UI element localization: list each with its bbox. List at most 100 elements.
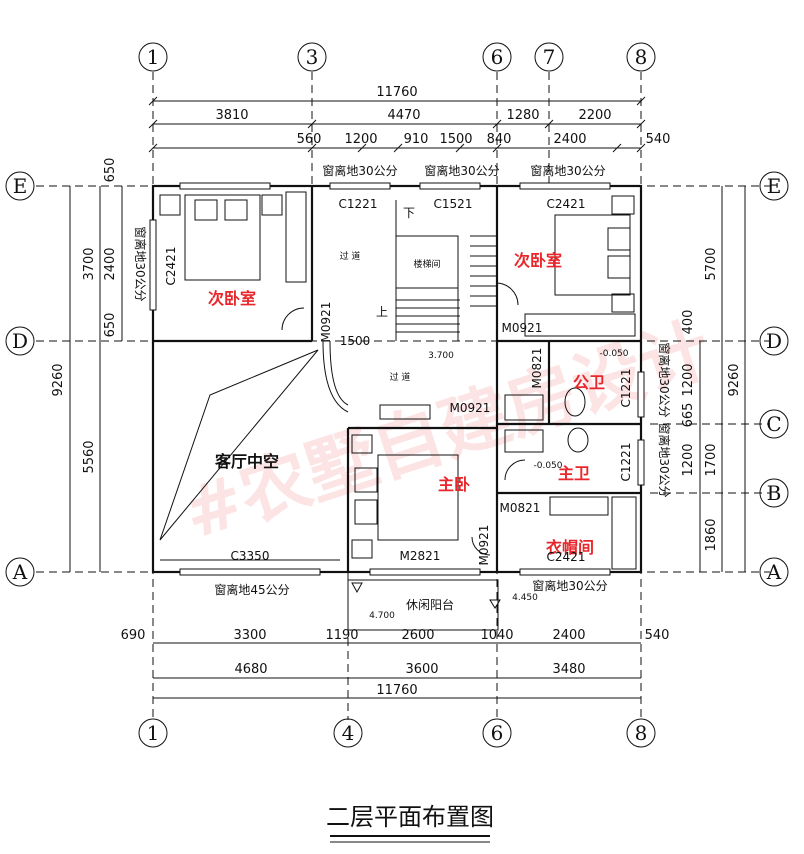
svg-text:D: D bbox=[766, 329, 782, 353]
axis-right-E: E bbox=[759, 171, 789, 201]
bed-west bbox=[159, 194, 283, 281]
stair-down-mark: 下 bbox=[403, 206, 415, 220]
svg-text:665: 665 bbox=[681, 403, 696, 428]
axis-right-B: B bbox=[759, 478, 789, 508]
drawing-title: 二层平面布置图 bbox=[326, 803, 494, 843]
svg-text:5700: 5700 bbox=[704, 247, 719, 280]
svg-text:6: 6 bbox=[491, 721, 504, 745]
beds bbox=[159, 191, 637, 631]
svg-text:3480: 3480 bbox=[552, 662, 585, 677]
room-bedroom-west: 次卧室 bbox=[208, 289, 256, 308]
axis-top-3: 3 bbox=[297, 42, 327, 72]
svg-text:B: B bbox=[767, 481, 782, 505]
svg-text:1700: 1700 bbox=[704, 443, 719, 476]
bed-east bbox=[554, 195, 635, 313]
dims-top: 11760 3810 4470 1280 2200 560 1200 910 1… bbox=[148, 85, 670, 153]
svg-text:540: 540 bbox=[645, 628, 670, 643]
svg-text:650: 650 bbox=[103, 313, 118, 338]
room-living-void: 客厅中空 bbox=[215, 452, 279, 471]
svg-text:C2421: C2421 bbox=[547, 197, 586, 211]
svg-text:2400: 2400 bbox=[103, 247, 118, 280]
dims-right: 9260 5700 400 1200 665 1200 1700 1860 bbox=[681, 186, 746, 572]
svg-text:窗离地30公分: 窗离地30公分 bbox=[133, 226, 148, 301]
svg-text:840: 840 bbox=[487, 132, 512, 147]
svg-text:1: 1 bbox=[147, 45, 160, 69]
axis-left-A: A bbox=[5, 557, 35, 587]
void-area bbox=[159, 349, 340, 561]
axis-top-8: 8 bbox=[626, 42, 656, 72]
svg-text:6: 6 bbox=[491, 45, 504, 69]
svg-text:窗离地30公分: 窗离地30公分 bbox=[530, 163, 605, 178]
balcony bbox=[347, 579, 501, 631]
svg-text:7: 7 bbox=[543, 45, 556, 69]
svg-text:C: C bbox=[766, 412, 781, 436]
svg-text:1500: 1500 bbox=[340, 334, 371, 348]
svg-text:C1221: C1221 bbox=[619, 443, 633, 482]
svg-text:D: D bbox=[12, 329, 28, 353]
room-master-bedroom: 主卧 bbox=[438, 475, 470, 494]
svg-text:2200: 2200 bbox=[578, 108, 611, 123]
svg-text:8: 8 bbox=[635, 721, 648, 745]
svg-text:9260: 9260 bbox=[727, 363, 742, 396]
svg-text:1: 1 bbox=[147, 721, 160, 745]
dims-bottom: 690 3300 1190 2600 1040 2400 540 4680 36… bbox=[121, 628, 670, 699]
axis-bottom-1: 1 bbox=[138, 718, 168, 748]
watermark-text: #农墅自建房设计 bbox=[174, 308, 721, 556]
dims-left: 9260 3700 5560 650 2400 650 bbox=[51, 158, 123, 572]
wardrobes bbox=[285, 191, 637, 570]
room-closet: 衣帽间 bbox=[546, 538, 594, 557]
svg-text:E: E bbox=[767, 174, 782, 198]
svg-text:5560: 5560 bbox=[82, 440, 97, 473]
svg-text:1040: 1040 bbox=[480, 628, 513, 643]
svg-text:窗离地30公分: 窗离地30公分 bbox=[657, 342, 672, 417]
svg-text:650: 650 bbox=[103, 158, 118, 183]
svg-text:400: 400 bbox=[681, 310, 696, 335]
svg-text:M0921: M0921 bbox=[502, 321, 543, 335]
sill-notes: 窗离地30公分 窗离地30公分 窗离地30公分 窗离地30公分 窗离地30公分 … bbox=[133, 163, 672, 597]
svg-text:3810: 3810 bbox=[215, 108, 248, 123]
svg-text:M2821: M2821 bbox=[400, 549, 441, 563]
svg-text:M0921: M0921 bbox=[319, 302, 333, 343]
svg-text:8: 8 bbox=[635, 45, 648, 69]
level-marks: 3.700 -0.050 -0.050 4.700 4.450 bbox=[369, 349, 629, 621]
room-corridor: 过 道 bbox=[390, 371, 411, 383]
svg-text:窗离地30公分: 窗离地30公分 bbox=[424, 163, 499, 178]
svg-text:2400: 2400 bbox=[552, 628, 585, 643]
room-labels: 次卧室 次卧室 客厅中空 主卧 公卫 主卫 衣帽间 过 道 过 道 楼梯间 休闲… bbox=[208, 206, 605, 612]
axis-right-D: D bbox=[759, 326, 789, 356]
svg-text:M0821: M0821 bbox=[530, 348, 544, 389]
axis-top-6: 6 bbox=[482, 42, 512, 72]
svg-text:4.450: 4.450 bbox=[512, 593, 538, 603]
room-stairwell: 楼梯间 bbox=[413, 258, 440, 270]
opening-codes: C1221 C1521 C2421 C2421 C3350 C2421 C122… bbox=[164, 197, 633, 565]
svg-text:M0921: M0921 bbox=[450, 401, 491, 415]
svg-text:4680: 4680 bbox=[234, 662, 267, 677]
svg-text:11760: 11760 bbox=[376, 85, 417, 100]
axis-bottom-6: 6 bbox=[482, 718, 512, 748]
svg-text:3300: 3300 bbox=[233, 628, 266, 643]
svg-text:690: 690 bbox=[121, 628, 146, 643]
room-corridor-top: 过 道 bbox=[340, 250, 361, 262]
svg-text:4470: 4470 bbox=[387, 108, 420, 123]
svg-text:1190: 1190 bbox=[325, 628, 358, 643]
axis-left-E: E bbox=[5, 171, 35, 201]
svg-text:C1221: C1221 bbox=[339, 197, 378, 211]
svg-text:3: 3 bbox=[306, 45, 319, 69]
room-balcony: 休闲阳台 bbox=[406, 597, 454, 612]
svg-text:3600: 3600 bbox=[405, 662, 438, 677]
door-swings bbox=[281, 282, 526, 556]
svg-text:910: 910 bbox=[404, 132, 429, 147]
svg-text:1200: 1200 bbox=[681, 443, 696, 476]
sanitary bbox=[379, 387, 589, 453]
svg-text:1200: 1200 bbox=[681, 363, 696, 396]
room-public-bath: 公卫 bbox=[573, 373, 605, 392]
svg-text:C1221: C1221 bbox=[619, 369, 633, 408]
svg-text:C1521: C1521 bbox=[434, 197, 473, 211]
bed-master bbox=[351, 434, 459, 559]
svg-text:二层平面布置图: 二层平面布置图 bbox=[326, 803, 494, 831]
svg-text:1500: 1500 bbox=[439, 132, 472, 147]
axis-bubbles: 1 3 6 7 8 1 4 6 8 E D A E D C B A bbox=[5, 42, 789, 748]
windows bbox=[149, 182, 645, 576]
axis-bottom-8: 8 bbox=[626, 718, 656, 748]
